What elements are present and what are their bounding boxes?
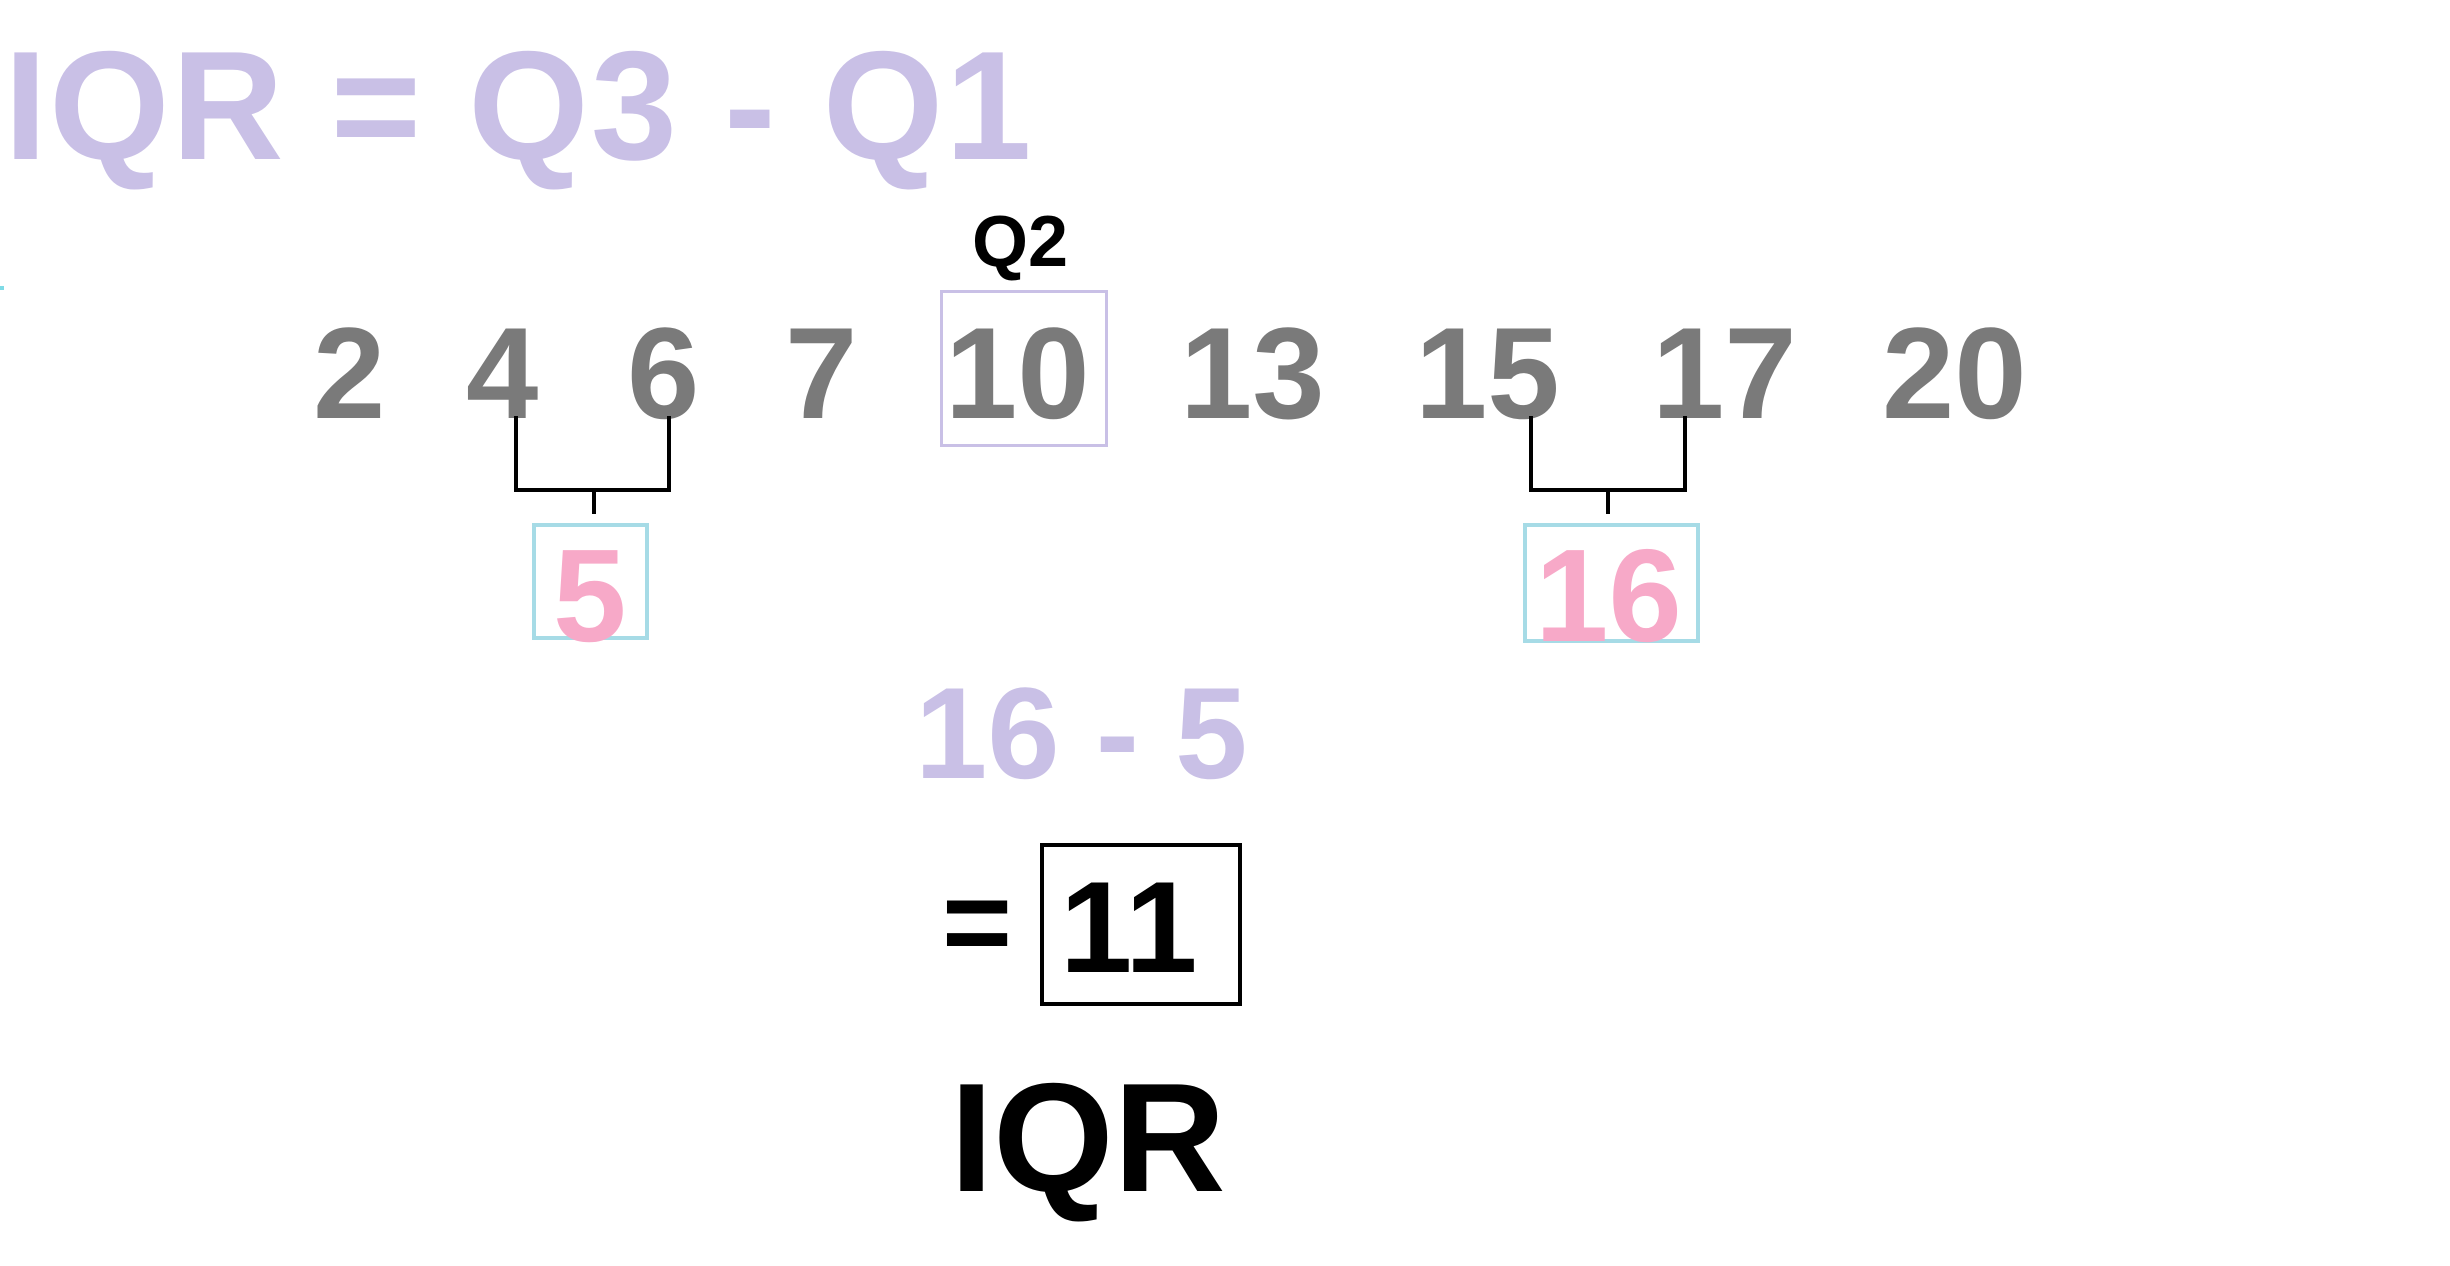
result-label: IQR <box>950 1051 1226 1224</box>
result-box <box>1040 843 1242 1006</box>
q3-box <box>1523 523 1700 643</box>
result-value: 11 <box>1060 854 1198 1000</box>
q1-value: 5 <box>553 522 627 669</box>
data-value: 2 <box>313 300 386 446</box>
equals-sign: = <box>942 855 1013 989</box>
data-value: 7 <box>785 300 858 446</box>
median-value: 10 <box>945 300 1090 446</box>
data-value: 17 <box>1652 300 1797 446</box>
q1-box <box>532 523 649 640</box>
data-value: 20 <box>1882 300 2027 446</box>
data-value: 6 <box>627 300 700 446</box>
data-value: 13 <box>1180 300 1325 446</box>
iqr-formula: IQR = Q3 - Q1 <box>4 19 1034 192</box>
median-label: Q2 <box>972 202 1069 282</box>
q3-value: 16 <box>1535 522 1682 669</box>
subtraction-expression: 16 - 5 <box>915 660 1248 806</box>
data-value: 15 <box>1415 300 1560 446</box>
median-box <box>940 290 1108 447</box>
cyan-dot-marker <box>0 286 4 290</box>
data-value: 4 <box>466 300 539 446</box>
